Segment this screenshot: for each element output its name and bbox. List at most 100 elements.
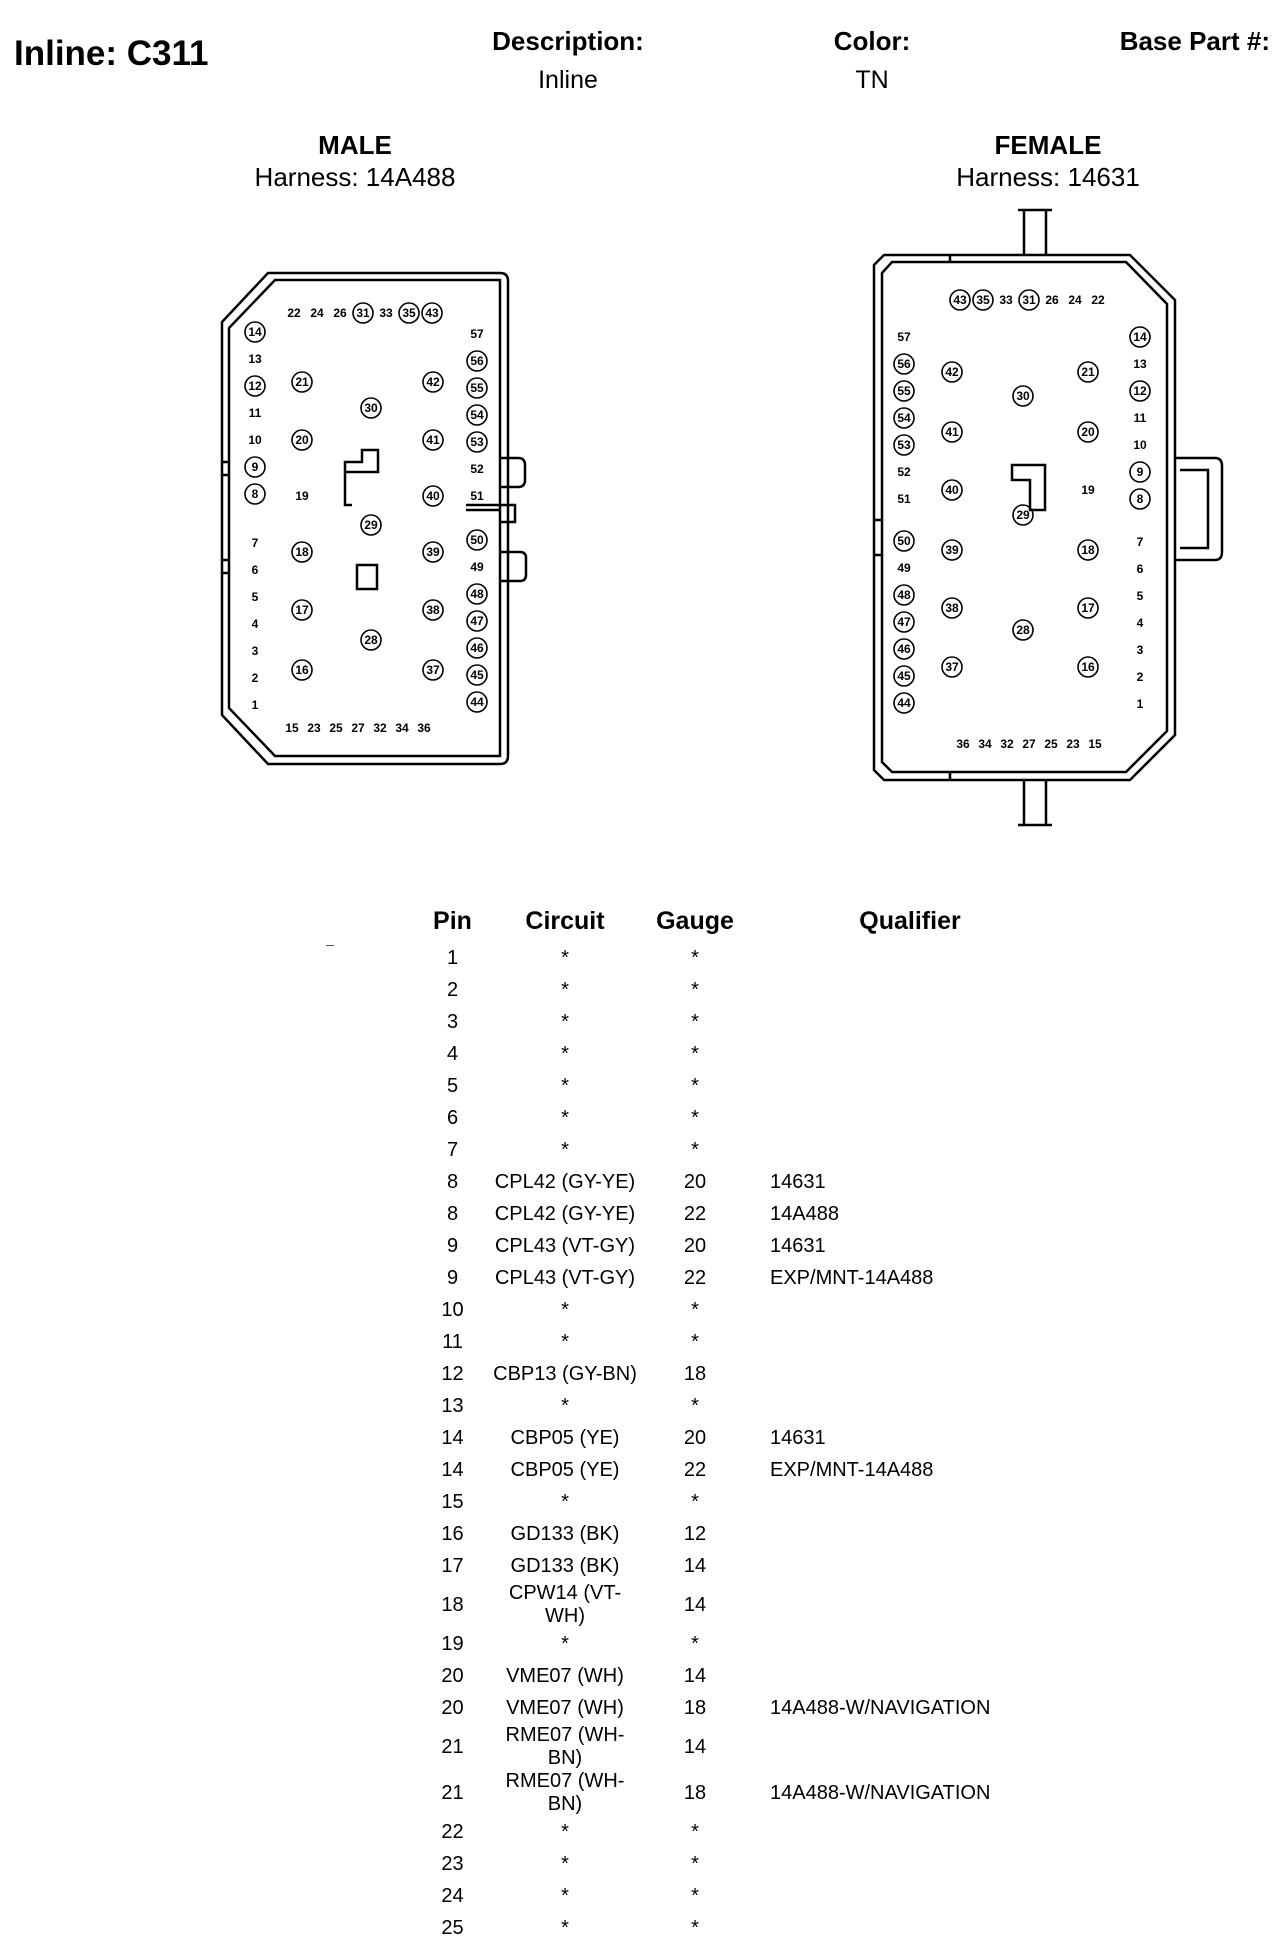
pin-cell: 17	[441, 1554, 464, 1577]
male-pin-4: 4	[252, 617, 259, 631]
pin-circle	[1012, 385, 1034, 407]
pin-circle	[1129, 326, 1151, 348]
male-pin-41: 41	[422, 429, 444, 451]
pin-number: 16	[1081, 660, 1095, 674]
pin-number: 56	[470, 354, 484, 368]
pin-number: 43	[953, 293, 967, 307]
circuit-cell: *	[561, 1852, 569, 1875]
female-pin-27: 27	[1022, 737, 1036, 751]
male-pin-28: 28	[360, 629, 382, 651]
female-pin-22: 22	[1091, 293, 1105, 307]
table-row: 4**	[415, 1038, 1070, 1070]
female-pin-34: 34	[978, 737, 992, 751]
pin-number: 48	[897, 588, 911, 602]
pin-circle	[422, 371, 444, 393]
qualifier-cell: 14A488	[770, 1202, 839, 1225]
circuit-cell: CBP05 (YE)	[510, 1426, 620, 1449]
female-pin-43: 43	[949, 289, 971, 311]
table-row: 15**	[415, 1486, 1070, 1518]
pin-number: 24	[310, 306, 324, 320]
pin-number: 30	[1016, 389, 1030, 403]
col-qualifier: Qualifier	[859, 906, 961, 935]
female-pin-45: 45	[893, 665, 915, 687]
pin-cell: 7	[446, 1138, 459, 1161]
pin-number: 44	[470, 695, 484, 709]
gauge-cell: *	[691, 1884, 699, 1907]
pin-cell: 21	[441, 1735, 464, 1758]
female-label: FEMALE	[994, 130, 1102, 160]
pin-circle	[1012, 619, 1034, 641]
pin-cell: 9	[446, 1234, 459, 1257]
female-pin-49: 49	[897, 561, 911, 575]
dash-mark	[326, 945, 334, 946]
pin-number: 32	[1000, 737, 1014, 751]
pin-number: 33	[379, 306, 393, 320]
pin-number: 52	[470, 462, 484, 476]
male-pin-15: 15	[285, 721, 299, 735]
pin-number: 49	[897, 561, 911, 575]
pin-circle	[291, 429, 313, 451]
pin-circle	[398, 302, 420, 324]
pin-circle	[466, 431, 488, 453]
pin-number: 33	[999, 293, 1013, 307]
male-pin-34: 34	[395, 721, 409, 735]
color-value: TN	[855, 66, 889, 94]
pin-circle	[1018, 289, 1040, 311]
pin-circle	[466, 583, 488, 605]
gauge-cell: 14	[683, 1554, 707, 1577]
pin-number: 22	[287, 306, 301, 320]
qualifier-cell	[750, 1070, 1070, 1102]
male-pin-14: 14	[244, 321, 266, 343]
male-pin-39: 39	[422, 541, 444, 563]
pin-number: 10	[1133, 438, 1147, 452]
pin-number: 7	[252, 536, 259, 550]
pin-circle	[949, 289, 971, 311]
pin-circle	[244, 375, 266, 397]
gauge-cell: 22	[683, 1202, 707, 1225]
pin-number: 20	[295, 433, 309, 447]
pin-cell: 16	[441, 1522, 464, 1545]
col-circuit: Circuit	[525, 906, 605, 935]
pin-circle	[972, 289, 994, 311]
circuit-cell: *	[561, 1632, 569, 1655]
pin-circle	[941, 421, 963, 443]
pin-number: 39	[426, 545, 440, 559]
pin-number: 1	[252, 698, 259, 712]
pin-number: 38	[945, 601, 959, 615]
circuit-cell: *	[561, 1106, 569, 1129]
pin-circle	[421, 302, 443, 324]
qualifier-cell	[750, 1724, 1070, 1770]
qualifier-cell	[750, 1660, 1070, 1692]
pin-number: 12	[248, 379, 262, 393]
pin-circle	[893, 407, 915, 429]
female-pin-32: 32	[1000, 737, 1014, 751]
pin-circle	[466, 377, 488, 399]
gauge-cell: *	[691, 1490, 699, 1513]
gauge-cell: *	[691, 1820, 699, 1843]
pin-circle	[1129, 380, 1151, 402]
pin-table: Pin Circuit Gauge Qualifier 1**2**3**4**…	[415, 900, 1070, 1944]
qualifier-cell	[750, 1006, 1070, 1038]
female-pin-2: 2	[1137, 670, 1144, 684]
pin-circle	[291, 541, 313, 563]
qualifier-cell	[750, 1102, 1070, 1134]
circuit-cell: *	[561, 1394, 569, 1417]
male-pin-2: 2	[252, 671, 259, 685]
qualifier-cell: EXP/MNT-14A488	[770, 1266, 934, 1289]
gauge-cell: *	[691, 1916, 699, 1939]
pin-number: 55	[897, 384, 911, 398]
pin-number: 5	[252, 590, 259, 604]
pin-circle	[941, 597, 963, 619]
female-pin-40: 40	[941, 479, 963, 501]
male-pin-43: 43	[421, 302, 443, 324]
col-gauge: Gauge	[656, 906, 734, 935]
pin-number: 26	[333, 306, 347, 320]
female-pin-36: 36	[956, 737, 970, 751]
pin-circle	[893, 434, 915, 456]
pin-number: 4	[1137, 616, 1144, 630]
pin-number: 3	[1137, 643, 1144, 657]
male-harness: Harness: 14A488	[254, 162, 456, 192]
